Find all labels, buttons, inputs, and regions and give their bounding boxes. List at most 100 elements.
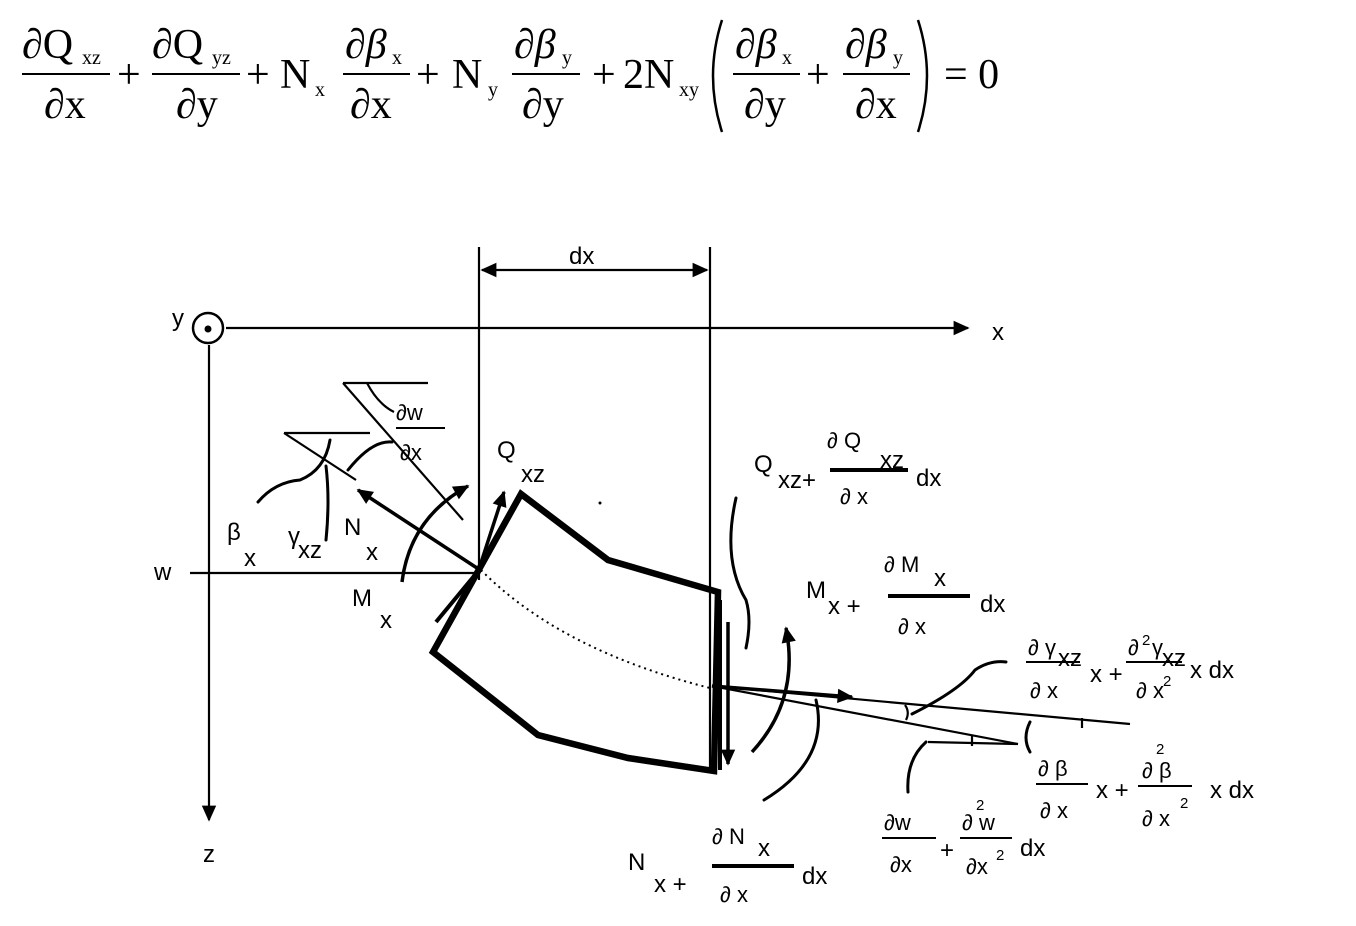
svg-text:xz: xz	[82, 47, 101, 69]
svg-text:γ: γ	[288, 523, 300, 550]
svg-text:∂ x: ∂ x	[898, 614, 926, 639]
svg-text:dx: dx	[916, 465, 941, 492]
svg-text:x: x	[934, 565, 946, 592]
y-axis-label: y	[172, 305, 184, 332]
coordinate-axes: x y z w	[153, 305, 1004, 868]
svg-text:x: x	[782, 47, 792, 69]
svg-text:∂ Q: ∂ Q	[827, 428, 861, 453]
svg-text:Q: Q	[497, 437, 516, 464]
svg-text:∂ M: ∂ M	[884, 552, 919, 577]
svg-text:∂x: ∂x	[400, 440, 422, 465]
right-forces: Q xz+ ∂ Q xz ∂ x dx M x + ∂ M x ∂ x dx	[628, 428, 1254, 907]
svg-text:N: N	[344, 514, 361, 541]
svg-text:dx: dx	[980, 591, 1005, 618]
svg-text:2N: 2N	[623, 52, 674, 98]
svg-text:∂ β: ∂ β	[1142, 758, 1172, 783]
svg-text:dx: dx	[1020, 835, 1045, 862]
svg-text:∂β: ∂β	[845, 22, 887, 68]
svg-text:∂β: ∂β	[345, 22, 387, 68]
plus-sign: +	[246, 52, 270, 98]
svg-text:∂y: ∂y	[176, 82, 218, 128]
w-label: w	[153, 559, 172, 586]
deformed-element	[428, 489, 722, 775]
z-axis-label: z	[203, 841, 215, 868]
svg-text:∂w: ∂w	[884, 810, 911, 835]
svg-text:xy: xy	[679, 79, 699, 101]
left-edge-shear	[434, 568, 481, 624]
svg-text:x +: x +	[1096, 777, 1129, 804]
svg-text:∂Q: ∂Q	[152, 22, 203, 68]
svg-text:xz: xz	[521, 461, 545, 488]
svg-text:y: y	[488, 79, 498, 101]
svg-text:xz: xz	[1058, 645, 1082, 672]
plus-sign: +	[416, 52, 440, 98]
svg-text:2: 2	[1142, 632, 1150, 649]
svg-text:∂ β: ∂ β	[1038, 756, 1068, 781]
plus-sign: +	[806, 52, 830, 98]
svg-text:y: y	[893, 47, 903, 69]
equals-zero: = 0	[944, 52, 999, 98]
term-dqyz-dy: ∂Q yz ∂y	[152, 22, 240, 128]
svg-text:∂ x: ∂ x	[1136, 678, 1164, 703]
svg-text:∂ x: ∂ x	[840, 484, 868, 509]
svg-text:x: x	[380, 607, 392, 634]
svg-text:∂ x: ∂ x	[1142, 806, 1170, 831]
svg-text:∂ x: ∂ x	[1030, 678, 1058, 703]
svg-text:∂y: ∂y	[522, 82, 564, 128]
svg-text:x: x	[366, 539, 378, 566]
term-ny-dbetay-dy: N y ∂β y ∂y	[452, 22, 580, 128]
svg-text:∂ γ: ∂ γ	[1028, 635, 1056, 660]
svg-text:N: N	[628, 849, 645, 876]
svg-text:x dx: x dx	[1210, 777, 1254, 804]
svg-text:2: 2	[1163, 673, 1171, 690]
qxz-arrow	[476, 490, 507, 573]
svg-text:xz: xz	[1162, 645, 1186, 672]
svg-text:∂β: ∂β	[735, 22, 777, 68]
svg-text:∂: ∂	[1128, 635, 1139, 660]
svg-text:γ: γ	[1152, 635, 1163, 660]
svg-text:xz+: xz+	[778, 467, 816, 494]
left-forces: ∂w ∂x Q xz β x γ xz N x M x	[227, 381, 545, 634]
neutral-axis	[480, 569, 711, 689]
svg-text:N: N	[452, 52, 482, 98]
svg-text:β: β	[227, 519, 241, 546]
svg-text:y: y	[562, 47, 572, 69]
svg-text:∂y: ∂y	[744, 82, 786, 128]
svg-text:∂ x: ∂ x	[720, 882, 748, 907]
svg-text:∂x: ∂x	[966, 854, 988, 879]
svg-text:yz: yz	[212, 47, 231, 69]
svg-text:∂x: ∂x	[890, 852, 912, 877]
svg-text:2: 2	[1156, 741, 1164, 758]
term-2nxy: 2N xy ∂β x ∂y + ∂β y ∂x	[623, 19, 929, 133]
svg-text:2: 2	[996, 847, 1004, 864]
svg-text:2: 2	[1180, 795, 1188, 812]
dx-label: dx	[569, 243, 594, 270]
svg-text:x +: x +	[828, 593, 861, 620]
svg-text:∂x: ∂x	[855, 82, 897, 128]
mx-moment-arrow	[400, 484, 470, 583]
svg-text:2: 2	[976, 797, 984, 814]
left-parenthesis	[711, 19, 724, 133]
svg-text:x +: x +	[1090, 661, 1123, 688]
x-axis-label: x	[992, 319, 1004, 346]
svg-text:M: M	[806, 577, 826, 604]
svg-text:x +: x +	[654, 871, 687, 898]
term-nx-dbetax-dx: N x ∂β x ∂x	[280, 22, 410, 128]
svg-text:+: +	[940, 837, 954, 864]
svg-text:M: M	[352, 585, 372, 612]
svg-text:∂w: ∂w	[396, 400, 423, 425]
svg-text:∂ x: ∂ x	[1040, 798, 1068, 823]
svg-text:∂β: ∂β	[514, 22, 556, 68]
right-parenthesis	[916, 19, 929, 133]
svg-text:dx: dx	[802, 863, 827, 890]
svg-text:∂x: ∂x	[44, 82, 86, 128]
svg-text:Q: Q	[754, 451, 773, 478]
svg-text:∂Q: ∂Q	[22, 22, 73, 68]
svg-text:xz: xz	[298, 537, 322, 564]
svg-text:∂x: ∂x	[350, 82, 392, 128]
svg-text:x: x	[244, 545, 256, 572]
dx-dimension: dx	[477, 243, 712, 773]
svg-text:x: x	[758, 835, 770, 862]
